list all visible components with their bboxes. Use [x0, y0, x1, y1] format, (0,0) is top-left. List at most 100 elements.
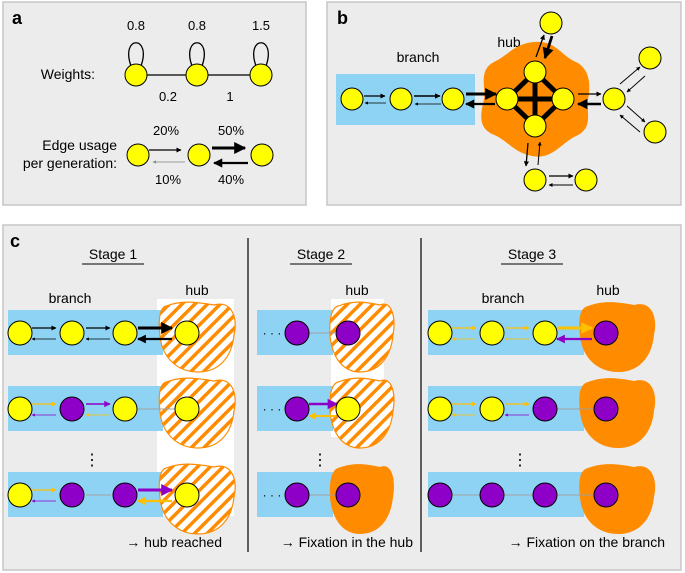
weight-node-1 — [124, 63, 148, 87]
hub-node-purple — [335, 482, 361, 508]
b-node — [638, 46, 662, 70]
b-node — [340, 87, 364, 111]
stage3-vertical-dots: ⋮ — [512, 452, 528, 469]
stage1-row-3 — [7, 463, 236, 535]
hub-node-purple — [593, 320, 619, 346]
node-yellow — [532, 320, 558, 346]
panel-a-background — [2, 1, 307, 206]
panel-b: b branch hub — [326, 1, 682, 206]
node-purple — [532, 482, 558, 508]
usage-node-2 — [187, 143, 211, 167]
node-purple — [532, 396, 558, 422]
b-arrow — [626, 105, 646, 123]
stage3-row-1 — [427, 302, 656, 372]
usage-label-line2: per generation: — [23, 155, 117, 171]
node-yellow — [479, 320, 505, 346]
hub-hatched — [329, 301, 395, 373]
b-node — [389, 87, 413, 111]
stage1-vertical-dots: ⋮ — [84, 452, 100, 469]
node-purple — [59, 482, 85, 508]
node-yellow — [59, 320, 85, 346]
node-yellow — [427, 320, 453, 346]
panel-a: a Weights: 0.8 0.8 1.5 0.2 1 Edge usage … — [2, 1, 307, 206]
b-node — [523, 114, 547, 138]
loop-weight-1: 0.8 — [127, 18, 145, 33]
panel-a-letter: a — [12, 8, 23, 28]
node-purple — [284, 482, 310, 508]
self-loop-1 — [128, 42, 144, 67]
stage3-title: Stage 3 — [508, 246, 556, 262]
stage1-row-1 — [7, 301, 236, 373]
panel-b-hub-label: hub — [497, 34, 521, 50]
node-yellow — [7, 320, 33, 346]
panel-b-branch-label: branch — [397, 49, 440, 65]
hub-node-purple — [593, 396, 619, 422]
ellipsis: · · · — [263, 488, 282, 502]
stage2-hub-label: hub — [345, 282, 369, 298]
b-arrow — [619, 66, 641, 85]
node-yellow — [112, 320, 138, 346]
usage-node-3 — [250, 143, 274, 167]
edge-weight-2: 1 — [226, 89, 233, 104]
b-node — [523, 168, 547, 192]
node-yellow — [427, 396, 453, 422]
node-purple — [284, 396, 310, 422]
self-loop-3 — [253, 42, 269, 67]
stage2-vertical-dots: ⋮ — [312, 452, 328, 469]
panel-c-letter: c — [10, 231, 20, 251]
stage1-footer: → hub reached — [126, 534, 222, 550]
stage1-hub-label: hub — [185, 282, 209, 298]
b-node — [574, 168, 598, 192]
node-purple — [112, 482, 138, 508]
node-purple — [284, 320, 310, 346]
b-node — [441, 87, 465, 111]
b-arrow — [619, 114, 641, 133]
weight-node-3 — [249, 63, 273, 87]
panel-c: c Stage 1 Stage 2 Stage 3 branch hub hub… — [2, 224, 682, 571]
loop-weight-2: 0.8 — [188, 18, 206, 33]
stage3-footer: → Fixation on the branch — [509, 534, 665, 550]
node-yellow — [7, 482, 33, 508]
b-arrow — [537, 141, 542, 166]
b-arrow — [535, 34, 545, 58]
stage1-row-2 — [7, 377, 236, 449]
stage3-hub-label: hub — [596, 282, 620, 298]
b-node — [602, 87, 626, 111]
b-arrow — [542, 35, 554, 60]
usage-label-line1: Edge usage — [42, 137, 117, 153]
usage-label-50: 50% — [218, 123, 244, 138]
b-arrow — [626, 75, 646, 93]
node-yellow — [7, 396, 33, 422]
branch-region — [428, 310, 584, 355]
node-yellow — [112, 396, 138, 422]
edge-weight-1: 0.2 — [159, 89, 177, 104]
stage2-row-2: · · · — [257, 377, 395, 449]
usage-label-40: 40% — [218, 172, 244, 187]
node-purple — [427, 482, 453, 508]
b-arrow — [523, 142, 529, 167]
hub-node-yellow — [174, 396, 200, 422]
hub-node-yellow — [174, 320, 200, 346]
usage-node-1 — [126, 143, 150, 167]
self-loop-2 — [189, 42, 205, 67]
stage3-row-3 — [427, 464, 656, 534]
weights-label: Weights: — [41, 66, 95, 82]
stage2-footer: → Fixation in the hub — [281, 534, 414, 550]
usage-label-10: 10% — [155, 172, 181, 187]
b-node — [523, 60, 547, 84]
node-purple — [479, 482, 505, 508]
b-node — [495, 87, 519, 111]
hub-node-purple — [335, 320, 361, 346]
b-node — [643, 120, 667, 144]
node-purple — [59, 396, 85, 422]
b-node — [551, 87, 575, 111]
stage3-branch-label: branch — [482, 290, 525, 306]
node-yellow — [479, 396, 505, 422]
stage2-title: Stage 2 — [297, 246, 345, 262]
stage2-row-1: · · · — [257, 301, 395, 373]
hub-node-yellow — [335, 396, 361, 422]
hub-solid — [329, 464, 394, 534]
hub-node-yellow — [174, 482, 200, 508]
ellipsis: · · · — [263, 402, 282, 416]
stage3-row-2 — [427, 378, 656, 448]
